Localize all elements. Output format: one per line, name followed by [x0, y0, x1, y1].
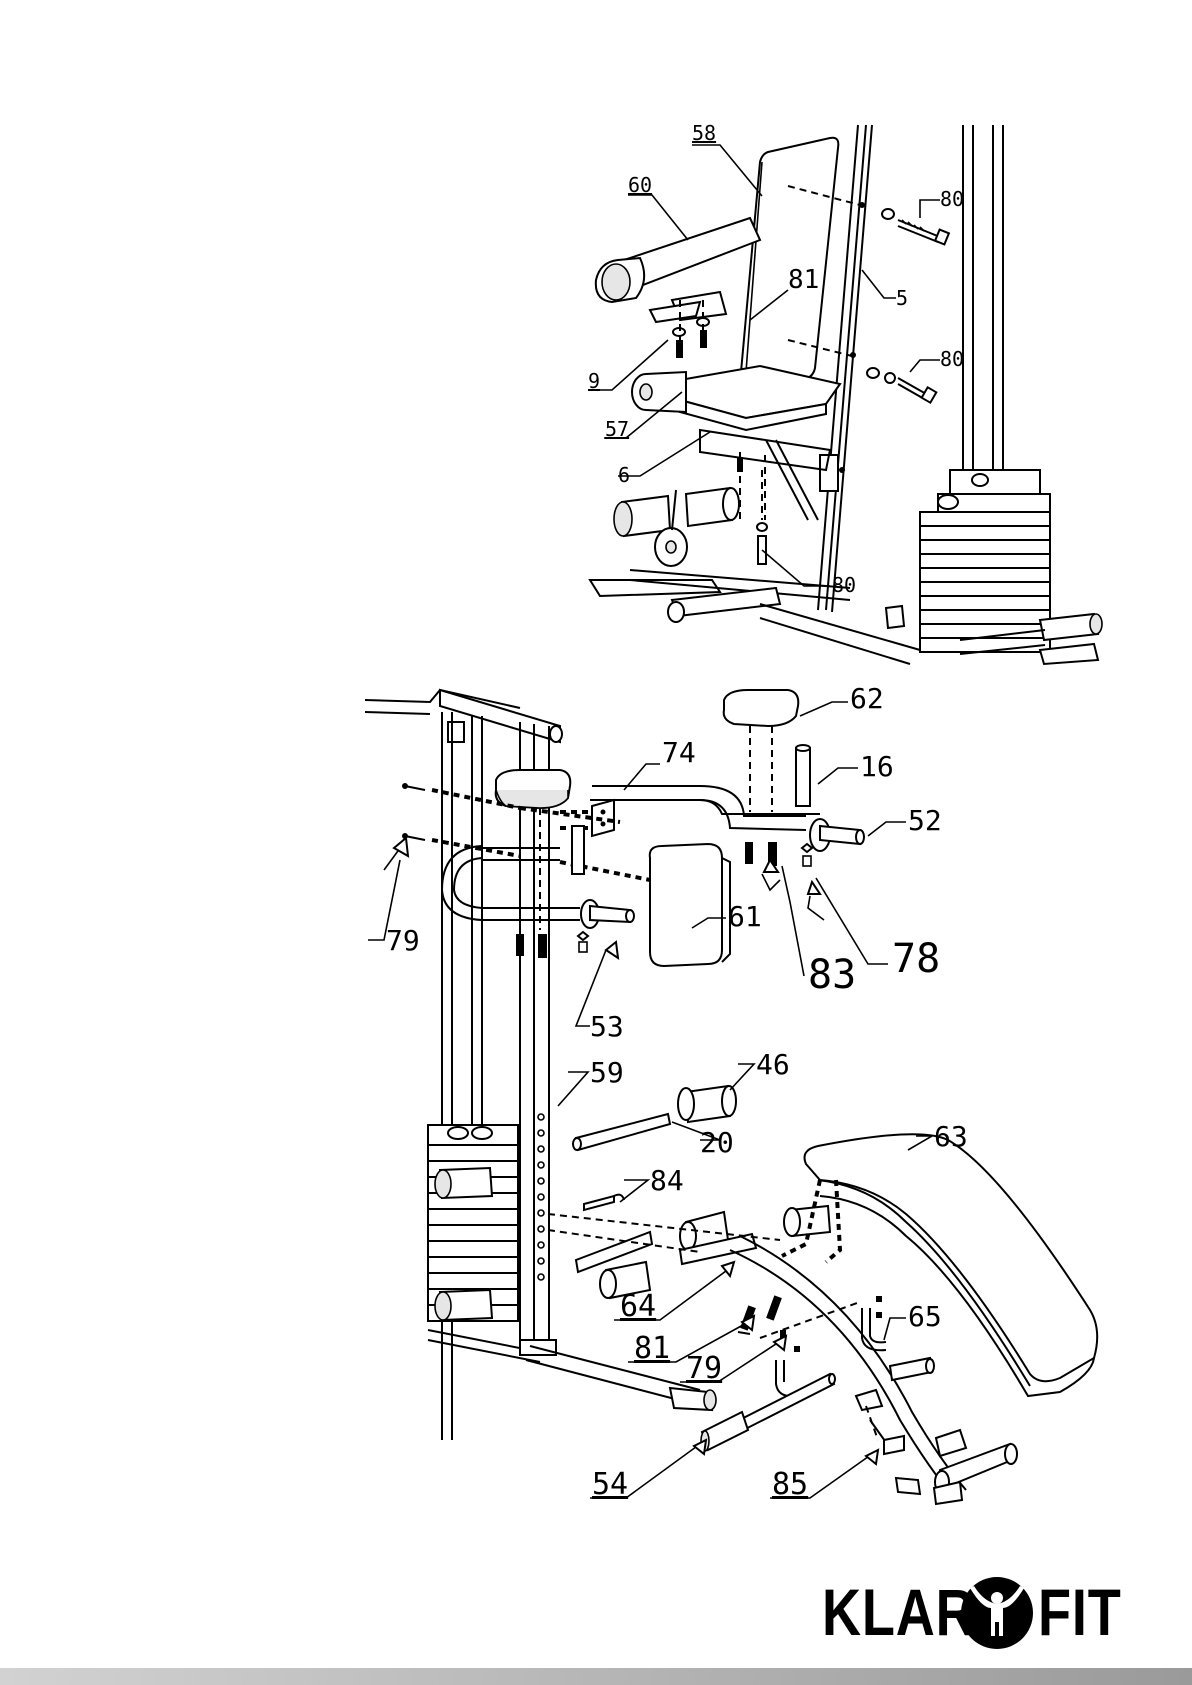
callout-79-left: 79 — [386, 924, 420, 957]
callout-52: 52 — [908, 804, 942, 837]
callout-20: 20 — [700, 1126, 734, 1159]
callout-53: 53 — [590, 1010, 624, 1043]
tube-20 — [573, 1114, 670, 1150]
weight-stack-lower — [428, 1125, 540, 1362]
lower-assembly-figure: 62 74 16 52 79 61 83 78 53 59 46 20 63 8… — [365, 682, 1097, 1504]
callout-60: 60 — [628, 173, 652, 197]
bolt-80-top — [882, 209, 949, 244]
bolt-80-middle — [867, 368, 936, 403]
roller-46 — [678, 1086, 736, 1122]
callout-84: 84 — [650, 1164, 684, 1197]
footer-bar — [0, 1668, 1192, 1685]
callout-80-top: 80 — [940, 187, 964, 211]
back-pad-58 — [741, 138, 860, 382]
pin-84 — [584, 1195, 624, 1210]
lower-callouts: 62 74 16 52 79 61 83 78 53 59 46 20 63 8… — [386, 682, 968, 1502]
callout-46: 46 — [756, 1048, 790, 1081]
callout-80-lower: 80 — [832, 573, 856, 597]
callout-83: 83 — [808, 952, 856, 998]
callout-62: 62 — [850, 682, 884, 715]
upper-assembly-figure: 58 60 81 80 5 80 9 57 6 80 — [588, 121, 1102, 664]
lower-rollers-upper — [614, 488, 739, 566]
pad-62-left — [496, 770, 571, 808]
callout-80-middle: 80 — [940, 347, 964, 371]
screws-bench — [738, 1295, 782, 1334]
callout-5: 5 — [896, 286, 908, 310]
person-arms-raised-icon — [960, 1576, 1034, 1650]
callout-16: 16 — [860, 750, 894, 783]
callout-54: 54 — [592, 1467, 628, 1502]
callout-81-lower: 81 — [634, 1331, 670, 1366]
callout-81-upper: 81 — [788, 265, 819, 295]
logo-text-left: KLAR — [822, 1572, 976, 1652]
callout-78: 78 — [892, 936, 940, 982]
callout-65: 65 — [908, 1300, 942, 1333]
callout-9: 9 — [588, 369, 600, 393]
callout-79-lower: 79 — [686, 1351, 722, 1386]
klarfit-logo: KLAR FIT — [818, 1572, 1118, 1652]
callout-64: 64 — [620, 1289, 656, 1324]
callout-58: 58 — [692, 121, 716, 145]
callout-74: 74 — [662, 736, 696, 769]
callout-6: 6 — [618, 463, 630, 487]
callout-63: 63 — [934, 1120, 968, 1153]
logo-text-right: FIT — [1038, 1572, 1122, 1652]
callout-85: 85 — [772, 1467, 808, 1502]
callout-57: 57 — [605, 417, 629, 441]
weight-stack-upper — [920, 470, 1050, 652]
leg-arm-60 — [596, 218, 760, 322]
pad-62-right — [724, 690, 799, 726]
callout-59: 59 — [590, 1056, 624, 1089]
callout-61: 61 — [728, 900, 762, 933]
pad-61 — [650, 844, 730, 966]
